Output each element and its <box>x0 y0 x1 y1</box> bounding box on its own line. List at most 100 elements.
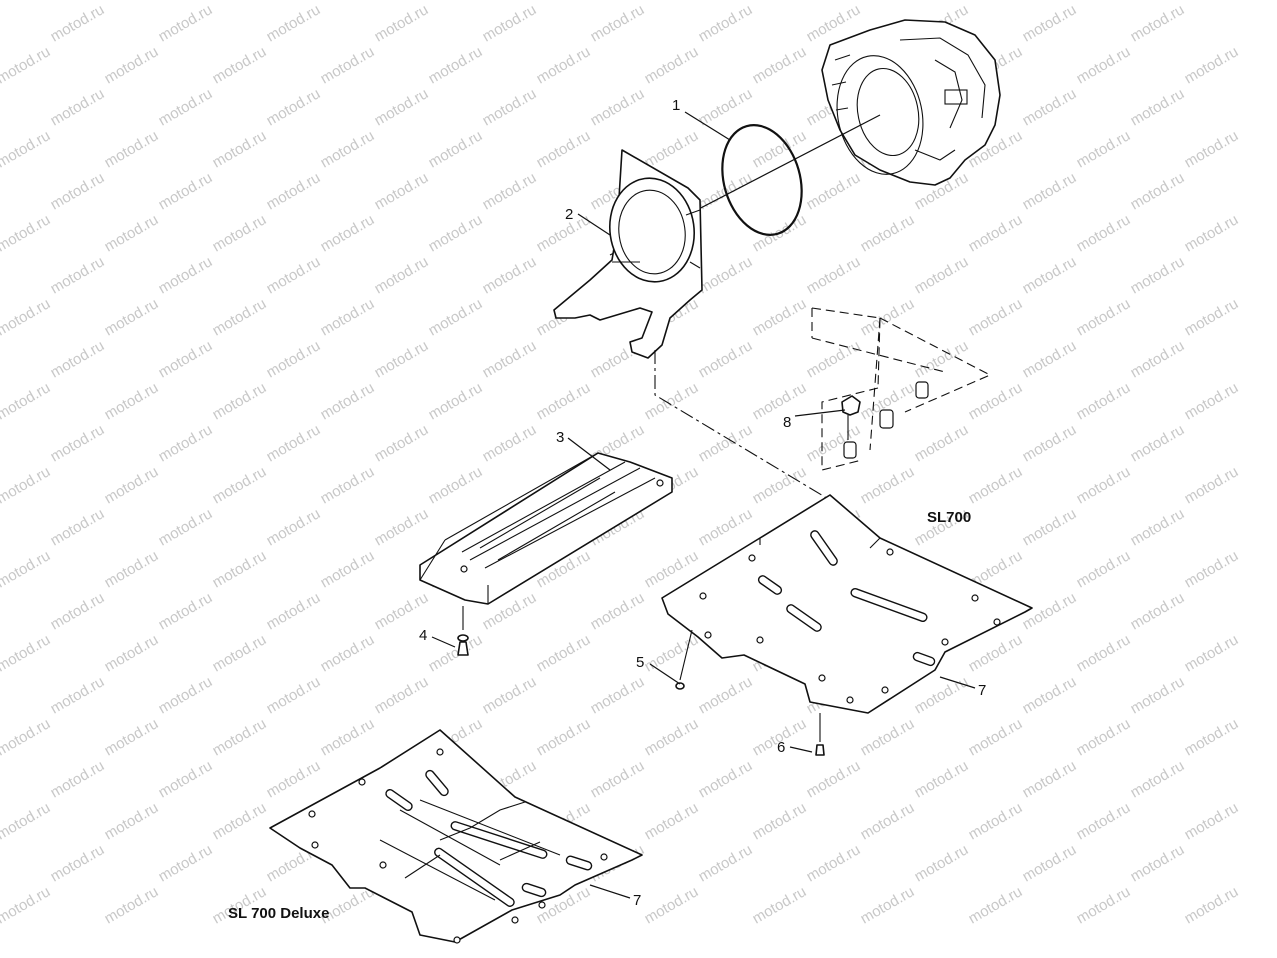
watermark-text: motod.ru <box>1182 463 1242 507</box>
watermark-text: motod.ru <box>804 169 864 213</box>
intake-adapter <box>553 149 703 359</box>
watermark-text: motod.ru <box>210 127 270 171</box>
watermark-text: motod.ru <box>1020 421 1080 465</box>
watermark-text: motod.ru <box>858 799 918 843</box>
watermark-text: motod.ru <box>426 127 486 171</box>
screw-5 <box>675 629 693 690</box>
watermark-text: motod.ru <box>858 0 918 3</box>
watermark-text: motod.ru <box>1182 379 1242 423</box>
watermark-text: motod.ru <box>1020 85 1080 129</box>
watermark-text: motod.ru <box>48 589 108 633</box>
watermark-text: motod.ru <box>696 85 756 129</box>
callout-6: 6 <box>777 739 785 756</box>
watermark-text: motod.ru <box>966 295 1026 339</box>
watermark-text: motod.ru <box>804 253 864 297</box>
screw-6 <box>815 713 825 756</box>
watermark-text: motod.ru <box>912 253 972 297</box>
watermark-text: motod.ru <box>1182 43 1242 87</box>
watermark-text: motod.ru <box>480 421 540 465</box>
watermark-text: motod.ru <box>804 757 864 801</box>
watermark-text: motod.ru <box>696 757 756 801</box>
watermark-text: motod.ru <box>912 841 972 885</box>
drain-plug <box>841 395 861 440</box>
watermark-text: motod.ru <box>1182 0 1242 3</box>
watermark-text: motod.ru <box>1182 211 1242 255</box>
watermark-text: motod.ru <box>0 379 53 423</box>
watermark-text: motod.ru <box>1074 799 1134 843</box>
watermark-text: motod.ru <box>1128 85 1188 129</box>
bolt-4 <box>457 606 469 656</box>
watermark-text: motod.ru <box>1020 757 1080 801</box>
watermark-text: motod.ru <box>210 631 270 675</box>
watermark-text: motod.ru <box>156 421 216 465</box>
watermark-text: motod.ru <box>102 295 162 339</box>
watermark-text: motod.ru <box>858 715 918 759</box>
hull-plate-deluxe <box>269 729 643 944</box>
watermark-text: motod.ru <box>696 505 756 549</box>
watermark-text: motod.ru <box>750 295 810 339</box>
watermark-text: motod.ru <box>372 421 432 465</box>
watermark-text: motod.ru <box>156 169 216 213</box>
watermark-text: motod.ru <box>48 85 108 129</box>
watermark-text: motod.ru <box>858 463 918 507</box>
watermark-text: motod.ru <box>534 379 594 423</box>
watermark-text: motod.ru <box>48 673 108 717</box>
watermark-text: motod.ru <box>0 799 53 843</box>
watermark-text: motod.ru <box>156 253 216 297</box>
watermark-text: motod.ru <box>1128 757 1188 801</box>
watermark-text: motod.ru <box>1128 253 1188 297</box>
callout-5: 5 <box>636 654 644 671</box>
callout-2: 2 <box>565 206 573 223</box>
watermark-text: motod.ru <box>858 883 918 927</box>
watermark-text: motod.ru <box>966 211 1026 255</box>
watermark-text: motod.ru <box>318 547 378 591</box>
watermark-text: motod.ru <box>48 253 108 297</box>
watermark-text: motod.ru <box>48 505 108 549</box>
watermark-text: motod.ru <box>264 1 324 45</box>
watermark-text: motod.ru <box>642 0 702 3</box>
watermark-text: motod.ru <box>102 0 162 3</box>
watermark-text: motod.ru <box>534 43 594 87</box>
watermark-text: motod.ru <box>696 841 756 885</box>
callouts: 1 2 3 4 5 6 7 7 8 <box>419 97 986 909</box>
watermark-text: motod.ru <box>750 463 810 507</box>
watermark-text: motod.ru <box>1074 379 1134 423</box>
watermark-text: motod.ru <box>966 799 1026 843</box>
watermark-text: motod.ru <box>102 43 162 87</box>
watermark-text: motod.ru <box>264 253 324 297</box>
watermark-text: motod.ru <box>156 1 216 45</box>
watermark-text: motod.ru <box>102 883 162 927</box>
watermark-text: motod.ru <box>102 211 162 255</box>
watermark-text: motod.ru <box>0 295 53 339</box>
watermark-text: motod.ru <box>750 0 810 3</box>
watermark-text: motod.ru <box>102 631 162 675</box>
watermark-text: motod.ru <box>1074 715 1134 759</box>
watermark-text: motod.ru <box>102 799 162 843</box>
watermark-text: motod.ru <box>750 799 810 843</box>
ride-plate <box>419 452 673 605</box>
watermark-text: motod.ru <box>102 715 162 759</box>
callout-7-upper: 7 <box>978 682 986 699</box>
watermark-text: motod.ru <box>588 1 648 45</box>
watermark-text: motod.ru <box>1074 211 1134 255</box>
watermark-text: motod.ru <box>480 337 540 381</box>
watermark-text: motod.ru <box>210 715 270 759</box>
watermark-text: motod.ru <box>588 673 648 717</box>
watermark-text: motod.ru <box>426 0 486 3</box>
watermark-text: motod.ru <box>156 841 216 885</box>
watermark-text: motod.ru <box>534 127 594 171</box>
watermark-text: motod.ru <box>1128 169 1188 213</box>
watermark-text: motod.ru <box>0 631 53 675</box>
watermark-text: motod.ru <box>210 379 270 423</box>
watermark-text: motod.ru <box>48 421 108 465</box>
watermark-text: motod.ru <box>534 715 594 759</box>
watermark-text: motod.ru <box>1128 421 1188 465</box>
watermark-text: motod.ru <box>426 211 486 255</box>
watermark-text: motod.ru <box>804 841 864 885</box>
watermark-text: motod.ru <box>1128 1 1188 45</box>
watermark-text: motod.ru <box>426 379 486 423</box>
watermark-text: motod.ru <box>1182 799 1242 843</box>
watermark-text: motod.ru <box>210 211 270 255</box>
watermark-text: motod.ru <box>318 463 378 507</box>
watermark-text: motod.ru <box>318 715 378 759</box>
